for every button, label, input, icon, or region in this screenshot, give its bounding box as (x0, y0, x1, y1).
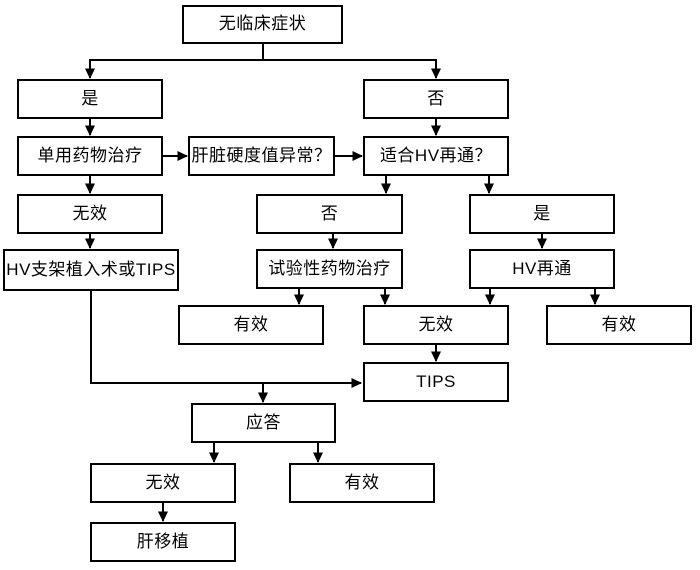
edge-split-to-no-right (263, 59, 441, 79)
flow-node-liver-stiffness-abnormal: 肝脏硬度值异常？ (188, 136, 335, 176)
flow-node-effective-bottom: 有效 (289, 463, 435, 503)
flow-node-liver-transplant: 肝移植 (90, 522, 236, 562)
flow-node-effective-right: 有效 (546, 305, 692, 345)
flow-node-response: 应答 (191, 403, 336, 443)
flow-node-yes-right: 是 (469, 194, 615, 234)
flow-node-ineffective-mid: 无效 (363, 305, 509, 345)
flow-node-trial-drug-therapy: 试验性药物治疗 (256, 249, 403, 289)
flow-node-drug-therapy-only: 单用药物治疗 (17, 136, 163, 176)
flow-node-hv-recanalization: HV再通 (469, 249, 615, 289)
edge-hv-stent-to-tips (90, 291, 362, 388)
flow-node-hv-stent-or-tips: HV支架植入术或TIPS (3, 249, 179, 291)
edge-split-to-yes-left (85, 59, 263, 79)
flow-node-no-mid: 否 (256, 194, 403, 234)
flow-node-ineffective-bottom: 无效 (90, 463, 236, 503)
flow-node-tips: TIPS (363, 362, 509, 402)
flow-node-effective-mid: 有效 (178, 305, 324, 345)
flow-node-suitable-hv-recan: 适合HV再通？ (363, 136, 509, 176)
flow-node-yes-left: 是 (17, 79, 163, 119)
flow-node-no-clinical-symptoms: 无临床症状 (182, 5, 343, 44)
edge-group (85, 44, 600, 522)
flow-node-no-right: 否 (363, 79, 509, 119)
flow-node-ineffective-left: 无效 (17, 194, 163, 234)
